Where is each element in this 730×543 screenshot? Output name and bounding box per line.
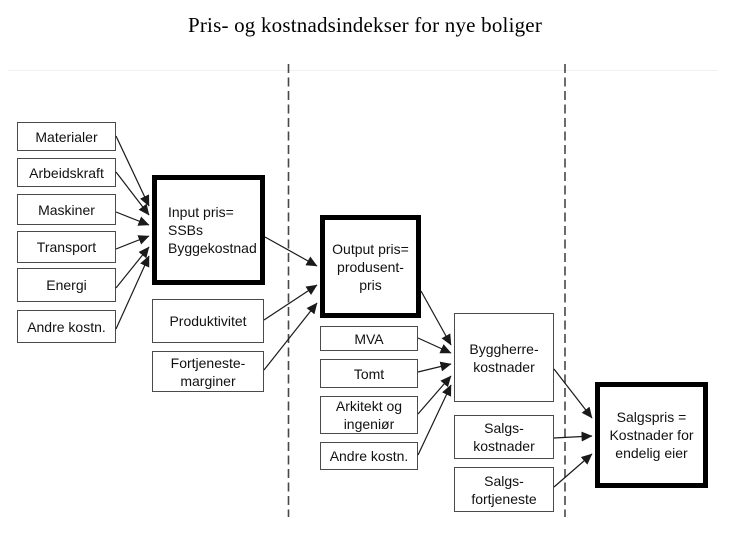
node-label: Materialer — [35, 128, 98, 145]
arrow-byggherre-to-salgspris — [553, 368, 593, 419]
arrow-materialer-to-input — [115, 135, 150, 207]
node-label: Fortjeneste- marginer — [170, 354, 246, 389]
node-andre-kostn-output: Andre kostn. — [320, 442, 418, 470]
node-label: Energi — [46, 277, 87, 293]
node-label: Arkitekt og ingeniør — [335, 398, 403, 432]
arrow-salgskostnader-to-salgspris — [553, 431, 593, 442]
node-input-pris: Input pris= SSBs Byggekostnad — [152, 175, 265, 285]
arrow-energi-to-input — [115, 246, 150, 289]
faint-top-rule — [8, 70, 718, 71]
node-output-pris: Output pris= produsent- pris — [320, 215, 421, 318]
node-label: Salgs- kostnader — [473, 420, 535, 454]
node-salgs-kostnader: Salgs- kostnader — [454, 415, 554, 459]
node-label: Transport — [36, 239, 97, 255]
arrow-arkitekt-to-byggherre — [417, 375, 452, 415]
arrow-fortjeneste-to-output — [263, 302, 318, 371]
node-label: Tomt — [353, 365, 385, 382]
node-energi: Energi — [17, 268, 116, 302]
node-mva: MVA — [320, 326, 418, 351]
node-label: Byggherre- kostnader — [469, 340, 539, 375]
arrow-arbeidskraft-to-input — [115, 171, 150, 216]
node-salgspris: Salgspris = Kostnader for endelig eier — [595, 382, 708, 488]
node-materialer: Materialer — [17, 122, 116, 151]
diagram-title: Pris- og kostnadsindekser for nye bolige… — [187, 13, 543, 37]
node-label: Arbeidskraft — [29, 164, 104, 181]
node-andre-kostn-input: Andre kostn. — [17, 310, 116, 343]
arrow-salgsfortjeneste-to-salgspris — [553, 453, 593, 488]
node-label: Andre kostn. — [329, 448, 409, 464]
arrow-transport-to-input — [115, 235, 150, 250]
node-maskiner: Maskiner — [17, 194, 116, 225]
node-tomt: Tomt — [320, 359, 418, 388]
arrow-mva-to-byggherre — [417, 337, 452, 354]
node-arbeidskraft: Arbeidskraft — [17, 158, 116, 187]
node-label: Andre kostn. — [27, 318, 106, 335]
node-label: Salgs- fortjeneste — [471, 472, 537, 507]
arrow-input-to-output — [264, 236, 318, 267]
node-label: MVA — [354, 330, 384, 347]
node-transport: Transport — [17, 231, 116, 263]
arrow-output-to-byggherre — [420, 290, 452, 346]
arrow-produktivitet-to-output — [263, 284, 318, 321]
node-label: Salgspris = Kostnader for endelig eier — [609, 409, 694, 461]
arrow-andre-kostn2-to-byggherre — [417, 384, 452, 456]
node-label: Maskiner — [38, 201, 95, 218]
arrow-andre-kostn-to-input — [115, 255, 150, 330]
node-byggherre-kostnader: Byggherre- kostnader — [454, 313, 554, 402]
node-fortjeneste-marginer: Fortjeneste- marginer — [152, 351, 264, 392]
node-produktivitet: Produktivitet — [152, 299, 264, 343]
node-label: Produktivitet — [169, 313, 247, 329]
arrow-maskiner-to-input — [115, 211, 150, 226]
node-label: Output pris= produsent- pris — [332, 240, 409, 293]
arrow-tomt-to-byggherre — [417, 361, 452, 373]
node-salgs-fortjeneste: Salgs- fortjeneste — [454, 467, 554, 512]
node-label: Input pris= SSBs Byggekostnad — [168, 204, 257, 256]
node-arkitekt-ingenior: Arkitekt og ingeniør — [320, 396, 418, 434]
